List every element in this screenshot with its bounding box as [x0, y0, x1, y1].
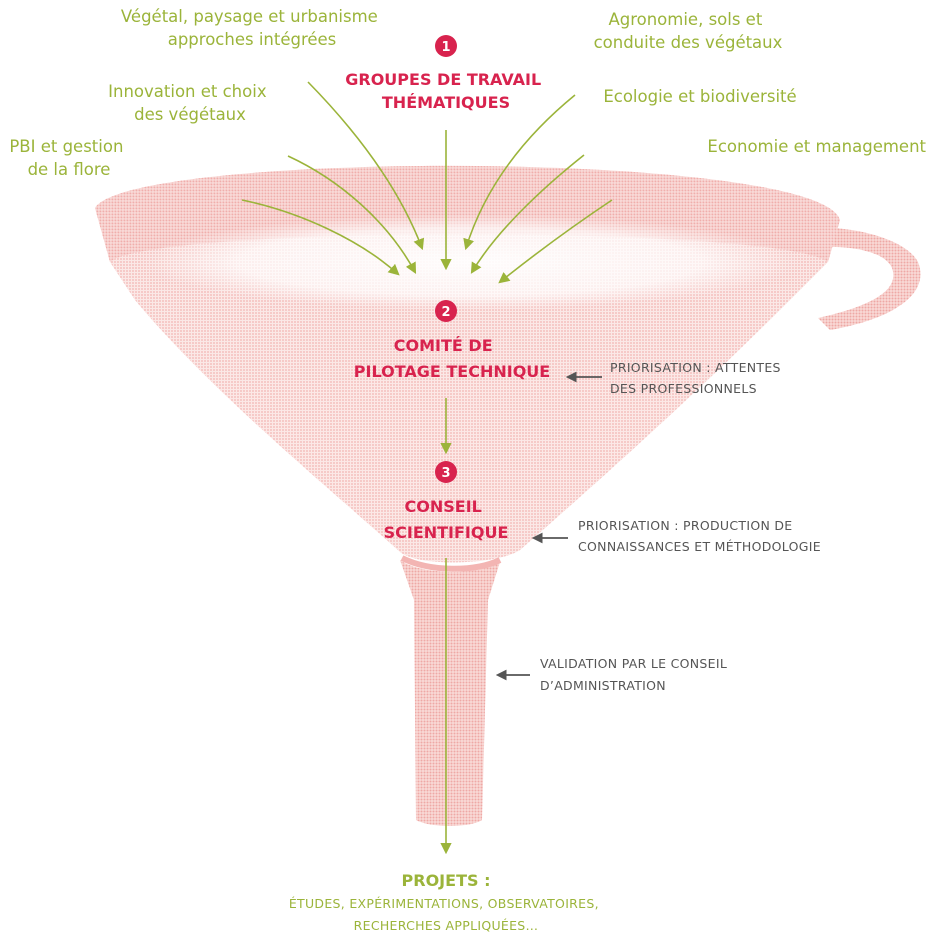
source-label-pbi: PBI et gestion de la flore	[9, 137, 128, 179]
source-label-innovation: Innovation et choix des végétaux	[108, 82, 272, 124]
step-1-badge	[435, 35, 457, 57]
step-2-label: COMITÉ DE PILOTAGE TECHNIQUE	[354, 336, 550, 381]
step-1-number: 1	[441, 40, 450, 55]
projects-description: ÉTUDES, EXPÉRIMENTATIONS, OBSERVATOIRES,…	[289, 896, 603, 933]
annotation-1: PRIORISATION : ATTENTES DES PROFESSIONNE…	[565, 360, 785, 396]
arrow-from-ecologie	[470, 154, 585, 274]
step-3-badge	[435, 461, 457, 483]
funnel-illustration	[95, 165, 921, 826]
annotation-3-text: VALIDATION PAR LE CONSEIL D’ADMINISTRATI…	[540, 656, 731, 693]
annotation-1-text: PRIORISATION : ATTENTES DES PROFESSIONNE…	[610, 360, 785, 396]
source-label-agronomie: Agronomie, sols et conduite des végétaux	[594, 10, 783, 52]
step-2-badge	[435, 300, 457, 322]
source-labels: Végétal, paysage et urbanisme approches …	[9, 7, 926, 179]
arrow-from-economie	[498, 199, 613, 284]
step-3-label: CONSEIL SCIENTIFIQUE	[384, 497, 509, 542]
source-label-ecologie: Ecologie et biodiversité	[603, 87, 796, 106]
funnel-spout	[400, 560, 500, 826]
step-2-number: 2	[441, 305, 450, 320]
converging-arrows	[241, 81, 613, 855]
annotation-2: PRIORISATION : PRODUCTION DE CONNAISSANC…	[531, 518, 821, 554]
step-2: 2 COMITÉ DE PILOTAGE TECHNIQUE	[354, 300, 550, 381]
annotation-3: VALIDATION PAR LE CONSEIL D’ADMINISTRATI…	[495, 656, 731, 693]
source-label-vegetal-paysage: Végétal, paysage et urbanisme approches …	[121, 7, 383, 49]
step-1-label: GROUPES DE TRAVAIL THÉMATIQUES	[345, 70, 547, 112]
arrow-from-agronomie	[463, 94, 576, 251]
arrow-from-innovation	[287, 155, 417, 274]
step-3-number: 3	[441, 466, 450, 481]
annotation-2-text: PRIORISATION : PRODUCTION DE CONNAISSANC…	[578, 518, 821, 554]
funnel-opening	[140, 214, 800, 310]
source-label-economie: Economie et management	[707, 137, 926, 156]
projects-output: PROJETS : ÉTUDES, EXPÉRIMENTATIONS, OBSE…	[289, 871, 603, 933]
funnel-handle	[800, 227, 921, 330]
projects-title: PROJETS :	[402, 871, 491, 890]
step-3: 3 CONSEIL SCIENTIFIQUE	[384, 461, 509, 542]
step-1: 1 GROUPES DE TRAVAIL THÉMATIQUES	[345, 35, 547, 112]
arrow-from-pbi	[241, 199, 400, 276]
arrow-from-vegetal	[307, 81, 425, 251]
